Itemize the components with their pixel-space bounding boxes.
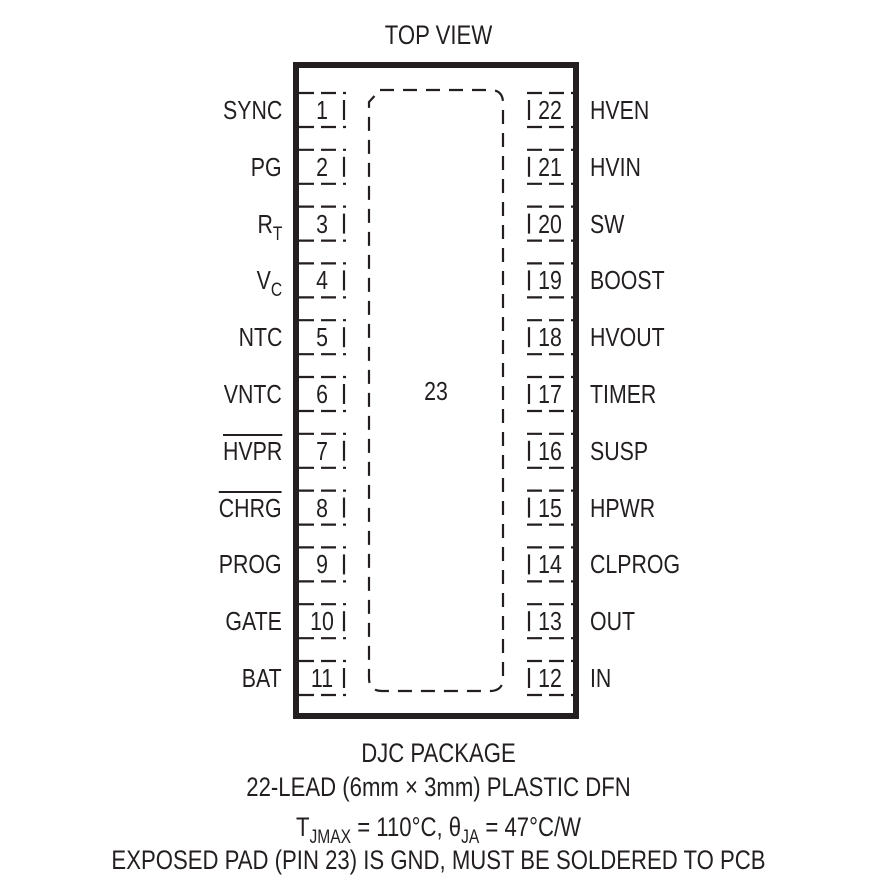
pin-label-right: BOOST: [590, 265, 665, 296]
pin-number: 1: [316, 95, 328, 125]
pin-label-right: CLPROG: [590, 549, 681, 580]
package-name: DJC PACKAGE: [361, 738, 516, 768]
pin-number: 19: [538, 265, 562, 296]
package-description: 22-LEAD (6mm × 3mm) PLASTIC DFN: [246, 772, 631, 802]
pin-number: 17: [538, 379, 562, 409]
pin-label-right: SW: [590, 208, 625, 239]
pin-number: 14: [538, 549, 562, 580]
pin-label-right: HVIN: [590, 151, 641, 182]
pin-number: 18: [538, 322, 562, 353]
pin-number: 22: [538, 95, 562, 125]
pin-number: 9: [316, 549, 328, 580]
thermal-spec: TJMAX = 110°C, θJA = 47°C/W: [295, 812, 582, 848]
pin-number: 12: [538, 663, 562, 693]
pin-number: 2: [316, 151, 328, 182]
pin-label-right: TIMER: [590, 379, 657, 409]
pin-label-left: GATE: [225, 606, 282, 637]
exposed-pad: [367, 88, 505, 693]
pin-number: 16: [538, 435, 562, 466]
pin-label-left: HVPR: [222, 435, 282, 466]
package-body: [293, 62, 579, 719]
pin-label-right: IN: [590, 663, 612, 693]
pin-label-left: SYNC: [222, 95, 282, 125]
pin-number: 21: [538, 151, 562, 182]
pin-label-left: NTC: [238, 322, 282, 353]
pin-number: 10: [310, 606, 334, 637]
pin-label-right: OUT: [590, 606, 636, 637]
pin-number: 13: [538, 606, 562, 637]
exposed-pad-number: 23: [424, 376, 448, 406]
pin-label-left: BAT: [242, 663, 282, 693]
pin-number: 8: [316, 492, 328, 523]
pin-label-right: SUSP: [590, 435, 649, 466]
exposed-pad-note: EXPOSED PAD (PIN 23) IS GND, MUST BE SOL…: [111, 845, 766, 875]
pin-number: 3: [316, 208, 328, 239]
pin-label-left: PROG: [219, 549, 282, 580]
pin-number: 6: [316, 379, 328, 409]
pin-number: 7: [316, 435, 328, 466]
pin-label-left: VC: [256, 265, 282, 302]
pin-number: 4: [316, 265, 328, 296]
pin-label-left: RT: [257, 208, 282, 245]
pin-label-left: PG: [251, 151, 282, 182]
pin-label-right: HVEN: [590, 95, 650, 125]
pin-label-left: VNTC: [223, 379, 282, 409]
pin-label-right: HPWR: [590, 492, 656, 523]
pin-number: 20: [538, 208, 562, 239]
pin-number: 15: [538, 492, 562, 523]
pin-label-left: CHRG: [219, 492, 282, 523]
view-title: TOP VIEW: [384, 20, 493, 50]
pin-number: 5: [316, 322, 328, 353]
pin-number: 11: [310, 663, 334, 693]
pin-label-right: HVOUT: [590, 322, 665, 353]
